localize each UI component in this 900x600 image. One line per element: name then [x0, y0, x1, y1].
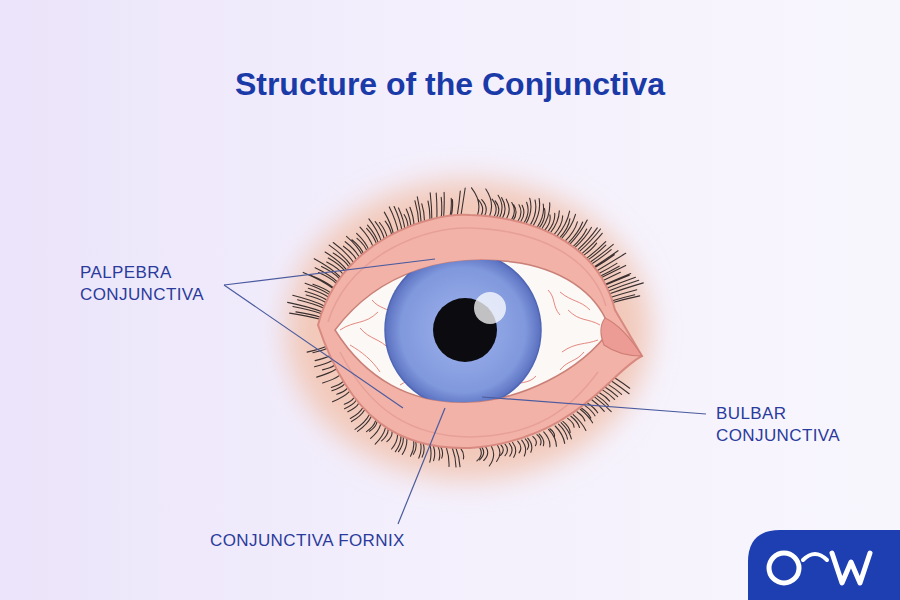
leader-line: [482, 397, 706, 414]
vessel: [548, 290, 584, 370]
leader-line: [398, 408, 445, 524]
eyelashes: [288, 188, 644, 467]
logo-arc: [803, 554, 827, 560]
logo-badge: [748, 530, 900, 600]
eyelid: [318, 215, 642, 448]
highlight: [474, 292, 506, 324]
part-label: CONJUNCTIVA FORNIX: [210, 530, 510, 552]
caruncle: [601, 318, 642, 356]
diagram-title: Structure of the Conjunctiva: [0, 64, 900, 104]
brand-logo: [748, 530, 900, 600]
eyelash-strokes: [288, 188, 644, 467]
leader-line: [224, 259, 435, 285]
logo-mark: [832, 553, 870, 583]
part-label: BULBAR CONJUNCTIVA: [716, 403, 856, 447]
vessel: [560, 292, 600, 352]
iris: [385, 252, 541, 408]
leader-line: [224, 285, 403, 408]
vessel: [340, 312, 390, 372]
part-label: PALPEBRA CONJUNCTIVA: [80, 262, 220, 306]
logo-ring: [769, 553, 799, 583]
leader-lines: [224, 259, 706, 524]
skin-patch: [286, 180, 650, 480]
